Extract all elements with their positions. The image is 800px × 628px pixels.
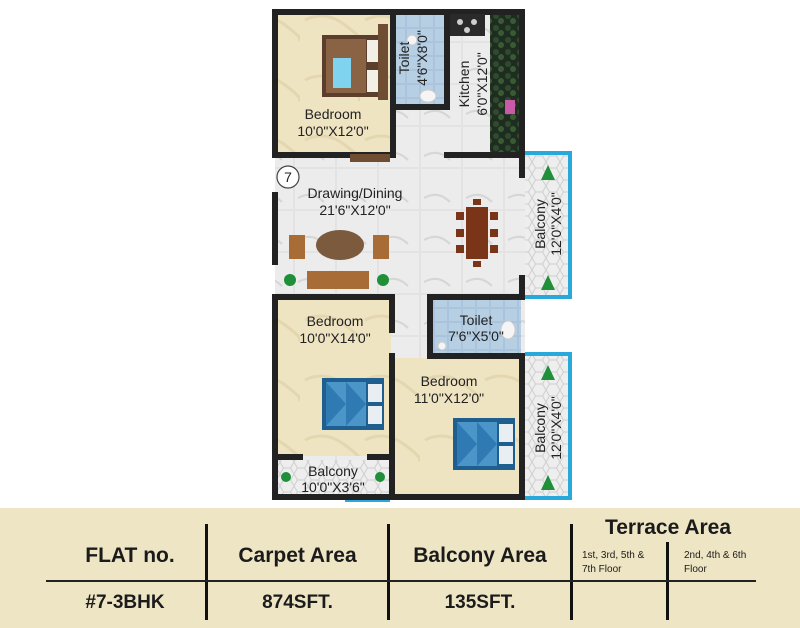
header-terrace-area: Terrace Area (604, 516, 732, 539)
toilet-1-fixtures (406, 34, 437, 103)
balcony-bottom-size: 10'0"X3'6" (301, 479, 365, 495)
header-terrace-sub-1: 1st, 3rd, 5th & 7th Floor (582, 550, 645, 575)
kitchen-garden (490, 13, 524, 155)
balcony-plants (281, 165, 555, 490)
dining-table (456, 199, 498, 267)
unit-number: 7 (284, 169, 292, 185)
value-balcony-area: 135SFT. (444, 592, 516, 613)
kitchen-name: Kitchen (456, 61, 472, 108)
toilet-1-name: Toilet (396, 42, 412, 75)
value-flat-no: #7-3BHK (85, 592, 165, 613)
area-table: FLAT no. Carpet Area Balcony Area Terrac… (0, 508, 800, 628)
kitchen-counter (450, 14, 515, 114)
table-divider (387, 524, 390, 620)
living-furniture (284, 230, 389, 289)
bed-2 (322, 378, 384, 430)
header-terrace-sub-2: 2nd, 4th & 6th Floor (684, 550, 747, 575)
bedroom-1-size: 10'0"X12'0" (297, 123, 368, 139)
toilet-1-size: 4'6"X8'0" (414, 30, 430, 86)
bedroom-3-name: Bedroom (421, 373, 478, 389)
kitchen-size: 6'0"X12'0" (474, 52, 490, 116)
unit-number-circle (276, 165, 300, 189)
balcony-right-2-name: Balcony (532, 403, 548, 453)
toilet-2-size: 7'6"X5'0" (448, 328, 504, 344)
bed-3 (453, 418, 515, 470)
value-carpet-area: 874SFT. (262, 592, 333, 613)
header-carpet-area: Carpet Area (238, 544, 357, 567)
balcony-right-1-railing (525, 151, 572, 299)
drawing-dining-size: 21'6"X12'0" (319, 202, 390, 218)
balcony-right-1-name: Balcony (532, 199, 548, 249)
header-balcony-area: Balcony Area (413, 544, 547, 567)
walls (272, 9, 525, 500)
balcony-right-2-size: 12'0"X4'0" (548, 396, 564, 460)
balcony-bottom-floor (276, 460, 390, 496)
drawing-dining-name: Drawing/Dining (308, 185, 403, 201)
balcony-right-2-railing (525, 352, 572, 500)
bedroom-2-name: Bedroom (307, 313, 364, 329)
floor-plan: 7 Bedroom 10'0"X12'0" Toilet 4'6"X8'0" K… (272, 9, 572, 502)
toilet-2-fixtures (437, 320, 516, 351)
bedroom-3-size: 11'0"X12'0" (414, 390, 484, 406)
bedroom-2-size: 10'0"X14'0" (299, 330, 370, 346)
balcony-bottom-name: Balcony (308, 463, 358, 479)
balcony-right-1-size: 12'0"X4'0" (548, 192, 564, 256)
toilet-2-name: Toilet (460, 312, 493, 328)
table-divider (570, 524, 573, 620)
bedroom-1-name: Bedroom (305, 106, 362, 122)
table-row-divider (46, 580, 756, 582)
table-divider (205, 524, 208, 620)
tv-unit-1 (350, 154, 390, 162)
bed-1 (322, 24, 388, 100)
header-flat-no: FLAT no. (85, 544, 175, 567)
toilet-1-floor (396, 13, 446, 107)
